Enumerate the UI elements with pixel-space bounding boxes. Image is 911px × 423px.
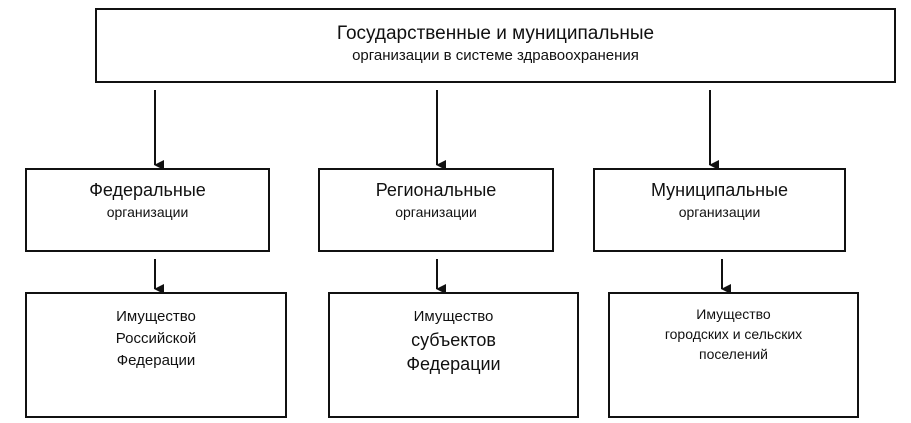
node-property-regional-line-2: субъектов [411, 330, 496, 350]
node-regional-subtitle: организации [395, 204, 477, 220]
node-property-regional-line-1: Имущество [413, 308, 494, 325]
node-property-municipal-line-1: Имущество [696, 306, 771, 322]
node-property-federal-line-2: Российской [115, 330, 197, 347]
node-municipal-subtitle: организации [678, 204, 761, 220]
node-regional-title: Региональные [375, 180, 497, 200]
node-regional-organizations: Региональные организации [318, 168, 554, 252]
node-federal-title: Федеральные [89, 180, 206, 200]
node-municipal-title: Муниципальные [650, 180, 789, 200]
root-node-subtitle: организации в системе здравоохранения [352, 47, 639, 64]
node-property-urban-rural-settlements: Имущество городских и сельских поселений [608, 292, 859, 418]
node-property-regional-line-3: Федерации [406, 354, 501, 374]
node-property-municipal-line-3: поселений [698, 346, 768, 362]
node-property-federation-subjects: Имущество субъектов Федерации [328, 292, 579, 418]
node-municipal-organizations: Муниципальные организации [593, 168, 846, 252]
node-property-federal-line-1: Имущество [116, 308, 196, 325]
node-property-municipal-line-2: городских и сельских [664, 326, 803, 342]
root-node-state-municipal-organizations: Государственные и муниципальные организа… [95, 8, 896, 83]
node-property-russian-federation: Имущество Российской Федерации [25, 292, 287, 418]
node-property-federal-line-3: Федерации [116, 352, 196, 369]
node-federal-subtitle: организации [106, 204, 189, 220]
node-federal-organizations: Федеральные организации [25, 168, 270, 252]
root-node-title: Государственные и муниципальные [336, 23, 655, 44]
